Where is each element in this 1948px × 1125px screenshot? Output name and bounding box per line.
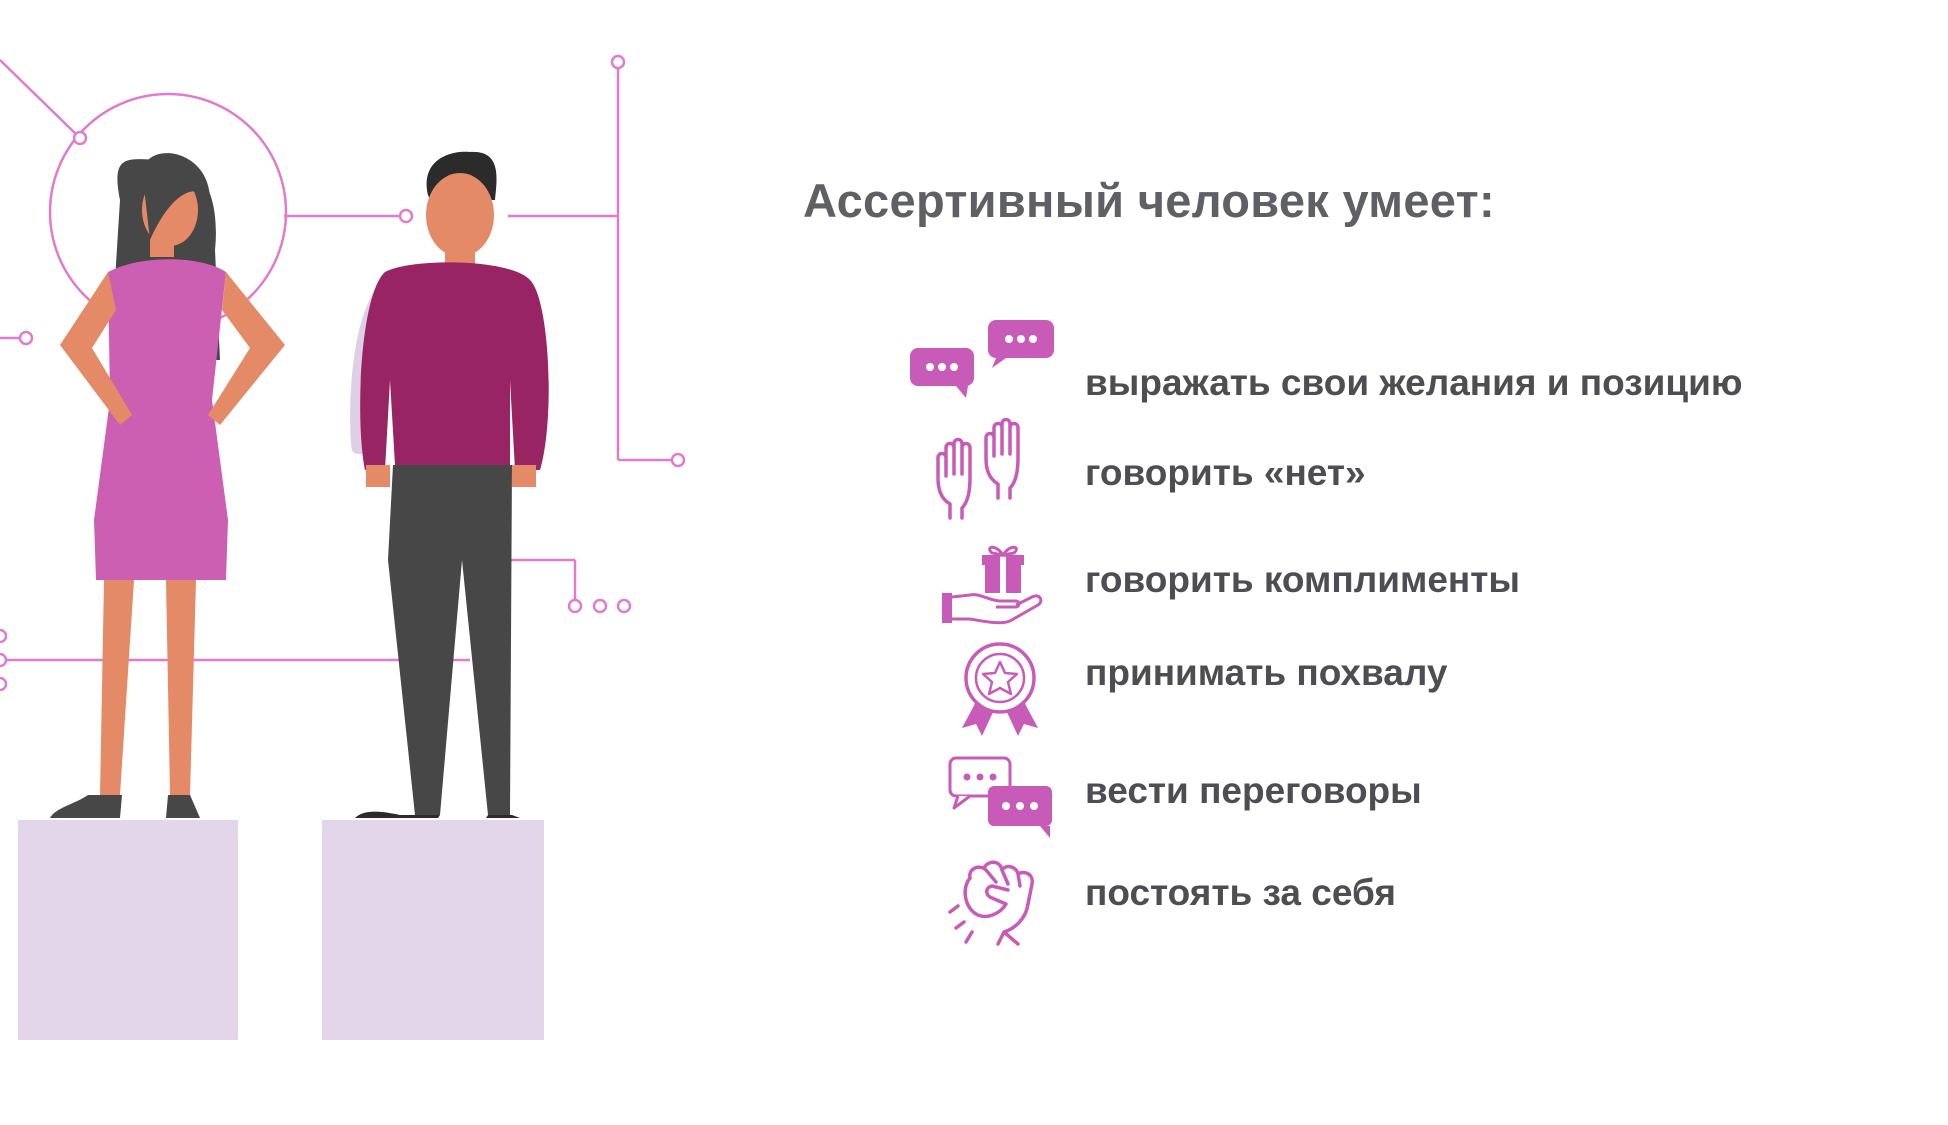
skill-item: говорить комплименты xyxy=(900,525,1900,635)
skill-label: принимать похвалу xyxy=(1085,652,1448,693)
illustration xyxy=(0,54,686,1040)
conversation-icon xyxy=(948,756,1052,838)
pedestal-right xyxy=(322,820,544,1040)
award-badge-icon xyxy=(962,642,1038,736)
skill-item: принимать похвалу xyxy=(900,628,1900,738)
skill-item: говорить «нет» xyxy=(900,418,1900,528)
man-figure xyxy=(350,151,549,818)
pedestal-left xyxy=(18,820,238,1040)
skill-label: вести переговоры xyxy=(1085,770,1422,811)
chat-bubbles-icon xyxy=(910,320,1054,398)
fist-icon xyxy=(948,860,1034,946)
skill-label: постоять за себя xyxy=(1085,872,1396,913)
skill-item: выражать свои желания и позицию xyxy=(900,318,1900,428)
skill-label: говорить «нет» xyxy=(1085,452,1366,493)
skill-item: постоять за себя xyxy=(900,848,1900,958)
stop-hands-icon xyxy=(936,418,1020,520)
woman-figure xyxy=(50,153,285,818)
skill-item: вести переговоры xyxy=(900,738,1900,848)
skill-label: говорить комплименты xyxy=(1085,559,1521,600)
gift-in-hand-icon xyxy=(942,545,1043,625)
skill-label: выражать свои желания и позицию xyxy=(1085,362,1743,403)
page-title: Ассертивный человек умеет: xyxy=(803,174,1495,227)
